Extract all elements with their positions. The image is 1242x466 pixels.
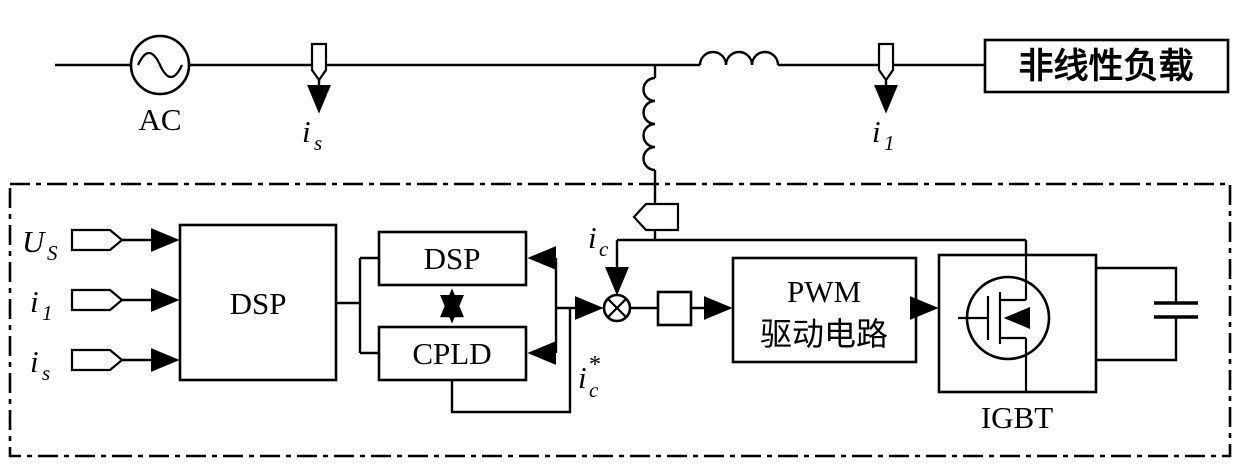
us-input-tag	[70, 228, 124, 252]
current-sensor-i1: i 1	[872, 42, 898, 155]
ic-label-base: i	[588, 220, 597, 255]
dsp-cpld-right-bracket	[527, 246, 604, 365]
dsp-main-block: DSP	[178, 223, 338, 382]
comparator-box	[656, 290, 693, 327]
dsp-split-wires	[336, 256, 379, 355]
dsp-sub-box	[377, 230, 528, 287]
sensor-tag-i1	[877, 42, 895, 82]
ic-ref-wire	[450, 308, 572, 414]
cap-top-wire	[1096, 266, 1178, 303]
is-input-label-sub: s	[42, 361, 50, 385]
dsp-main-box	[178, 223, 338, 382]
ic-sensor-tag	[632, 202, 680, 232]
cpld-label: CPLD	[412, 336, 491, 371]
ac-source: AC	[129, 34, 191, 137]
is-input-tag	[70, 348, 124, 372]
dc-capacitor	[1096, 266, 1198, 362]
comparator-stage	[630, 290, 733, 327]
us-label-sub: S	[47, 241, 58, 265]
sine-wave-icon	[137, 51, 183, 79]
i1-input-tag	[70, 288, 124, 312]
dsp-sub-block: DSP	[377, 230, 528, 287]
pwm-block: PWM 驱动电路	[731, 256, 918, 364]
ic-ref-label-sup: *	[589, 352, 601, 378]
ic-ref-loop: i c *	[450, 308, 601, 414]
pwm-label-line2: 驱动电路	[760, 316, 888, 352]
igbt-block: IGBT	[937, 253, 1098, 435]
ac-source-label: AC	[138, 102, 181, 137]
input-is: i s	[30, 344, 180, 385]
ic-ref-label-base: i	[578, 360, 587, 395]
dsp-main-label: DSP	[230, 286, 287, 321]
mosfet-symbol	[958, 255, 1051, 392]
pwm-box	[731, 256, 918, 364]
input-i1: i 1	[30, 284, 180, 325]
ic-feedback-wires	[605, 238, 1028, 296]
i1-input-label-sub: 1	[42, 301, 53, 325]
multiplier-junction	[602, 293, 632, 323]
is-label-base: i	[302, 114, 311, 149]
line-inductor-coil	[698, 50, 780, 66]
cap-bottom-wire	[1096, 317, 1178, 362]
sensor-tag-is	[310, 42, 328, 82]
nonlinear-load-box	[983, 38, 1230, 94]
i1-label-sub: 1	[884, 131, 895, 155]
dsp-sub-label: DSP	[424, 241, 481, 276]
cpld-box	[377, 325, 528, 382]
ic-sensor: i c	[588, 202, 680, 261]
nonlinear-load-label: 非线性负载	[1018, 47, 1193, 86]
pwm-label-line1: PWM	[787, 274, 861, 309]
nonlinear-load-block: 非线性负载	[983, 38, 1230, 94]
input-us: U S	[22, 224, 180, 265]
current-sensor-is: i s	[302, 42, 331, 155]
grid-wire	[55, 50, 985, 67]
is-label-sub: s	[314, 131, 322, 155]
ic-label-sub: c	[599, 237, 609, 261]
us-label-base: U	[22, 224, 47, 259]
igbt-caption: IGBT	[981, 400, 1053, 435]
i1-input-label-base: i	[30, 284, 39, 319]
ic-ref-label-sub: c	[589, 378, 599, 402]
is-input-label-base: i	[30, 344, 39, 379]
coupling-inductor-coil	[642, 76, 656, 172]
apf-enclosure-border	[8, 182, 1232, 458]
i1-label-base: i	[872, 114, 881, 149]
multiplier-x-2	[607, 298, 627, 318]
cpld-block: CPLD	[377, 325, 528, 382]
